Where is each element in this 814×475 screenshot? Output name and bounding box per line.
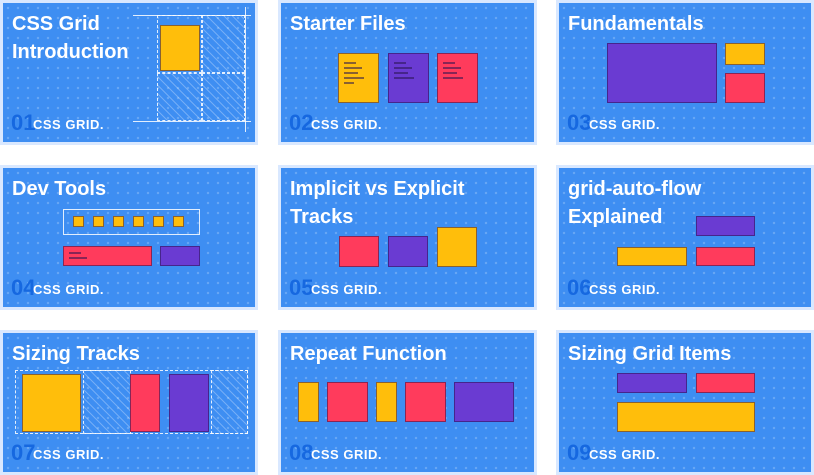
video-card-04[interactable]: Dev Tools 04 CSS GRID. [0, 165, 258, 310]
devtools-illustration [3, 168, 255, 307]
card-number: 07 [11, 440, 36, 465]
video-card-05[interactable]: Implicit vs Explicit Tracks 05 CSS GRID. [278, 165, 537, 310]
card-title: Starter Files [290, 13, 406, 35]
card-title: Sizing Grid Items [568, 343, 732, 365]
card-number: 01 [11, 110, 36, 135]
video-card-03[interactable]: Fundamentals 03 CSS GRID. [556, 0, 814, 145]
brand-label: CSS GRID. [33, 282, 104, 297]
video-card-01[interactable]: CSS Grid Introduction 01 CSS GRID. [0, 0, 258, 145]
card-title: Implicit vs Explicit Tracks [290, 178, 465, 228]
card-number: 05 [289, 275, 314, 300]
autoflow-illustration [559, 168, 811, 307]
repeat-illustration [281, 333, 534, 472]
brand-label: CSS GRID. [311, 282, 382, 297]
brand-label: CSS GRID. [33, 117, 104, 132]
card-number: 02 [289, 110, 314, 135]
card-number: 08 [289, 440, 314, 465]
card-title: Fundamentals [568, 13, 704, 35]
brand-label: CSS GRID. [311, 447, 382, 462]
card-title: Repeat Function [290, 343, 447, 365]
grid-illustration [3, 3, 255, 142]
card-number: 09 [567, 440, 592, 465]
brand-label: CSS GRID. [589, 447, 660, 462]
card-title: grid-auto-flow Explained [568, 178, 702, 228]
fundamentals-illustration [559, 3, 811, 142]
card-title: Sizing Tracks [12, 343, 140, 365]
card-title: CSS Grid Introduction [12, 13, 129, 63]
card-number: 06 [567, 275, 592, 300]
sizing-tracks-illustration [3, 333, 255, 472]
tracks-illustration [281, 168, 534, 307]
card-number: 03 [567, 110, 592, 135]
brand-label: CSS GRID. [311, 117, 382, 132]
card-number: 04 [11, 275, 36, 300]
video-card-07[interactable]: Sizing Tracks 07 CSS GRID. [0, 330, 258, 475]
video-card-06[interactable]: grid-auto-flow Explained 06 CSS GRID. [556, 165, 814, 310]
video-card-08[interactable]: Repeat Function 08 CSS GRID. [278, 330, 537, 475]
video-card-02[interactable]: Starter Files 02 CSS GRID. [278, 0, 537, 145]
video-card-09[interactable]: Sizing Grid Items 09 CSS GRID. [556, 330, 814, 475]
brand-label: CSS GRID. [589, 282, 660, 297]
brand-label: CSS GRID. [589, 117, 660, 132]
card-title: Dev Tools [12, 178, 107, 200]
files-illustration [281, 3, 534, 142]
sizing-items-illustration [559, 333, 811, 472]
brand-label: CSS GRID. [33, 447, 104, 462]
